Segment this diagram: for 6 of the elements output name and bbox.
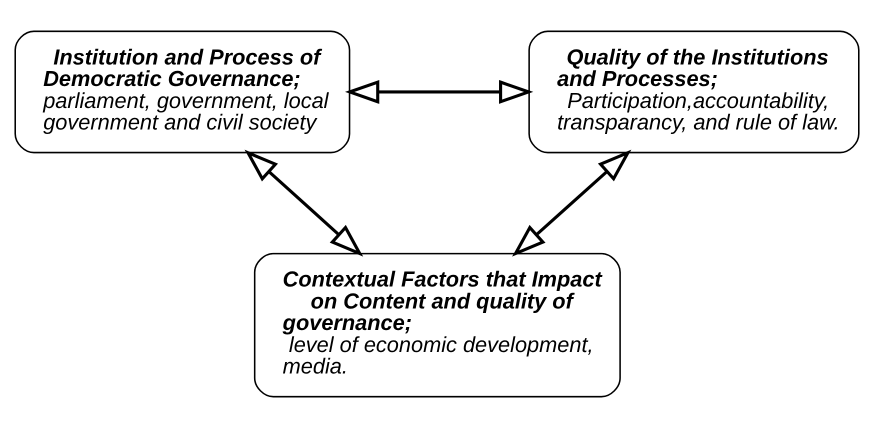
node-box: Quality of the Institutions and Processes; Participation,accountability, transparancy, and rule of law. bbox=[528, 30, 860, 154]
arrow bbox=[244, 150, 363, 257]
arrow bbox=[512, 150, 631, 257]
node-box: Institution and Process of Democratic Governance; parliament, government, local government and civil society bbox=[14, 30, 350, 154]
arrow bbox=[344, 80, 533, 104]
node-box: Contextual Factors that Impact on Content and quality of governance; level of economic development, media. bbox=[253, 252, 620, 398]
